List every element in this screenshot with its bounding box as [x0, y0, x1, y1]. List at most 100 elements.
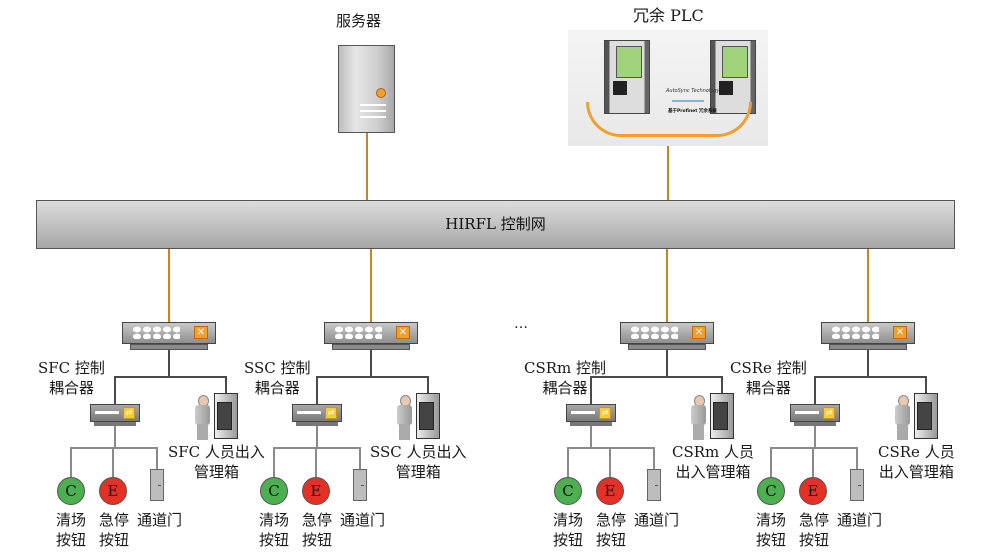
person-body [895, 405, 910, 425]
clear-label-line2: 按钮 [553, 531, 584, 549]
switch-base [332, 344, 410, 350]
door-line [359, 447, 361, 469]
clear-button-line [70, 447, 72, 477]
plc-ports [613, 81, 627, 95]
coupler-down-line [590, 426, 592, 448]
coupler-sync-icon: ⇄ [823, 407, 835, 419]
access-label-line1: CSRm 人员 [672, 443, 755, 461]
estop-label-line1: 急停 [302, 511, 333, 529]
door-knob [655, 485, 658, 486]
access-label-line1: SFC 人员出入 [168, 443, 265, 461]
coupler-strip [571, 411, 595, 414]
server-slot [360, 116, 386, 118]
coupler-label-line1: SSC 控制 [244, 359, 311, 377]
person-body [195, 405, 210, 425]
coupler-base [296, 422, 338, 426]
plc-ports [719, 81, 733, 95]
switch-crossover-icon: ✕ [692, 326, 706, 339]
door-line [156, 447, 158, 469]
coupler-label: SFC 控制 耦合器 [38, 358, 105, 398]
person-body [397, 405, 412, 425]
access-label-line1: SSC 人员出入 [370, 443, 467, 461]
coupler-base [94, 422, 136, 426]
control-coupler-icon: ⇄ [292, 404, 342, 426]
estop-button-label: 急停 按钮 [99, 510, 129, 550]
server-slot [360, 104, 386, 106]
server-icon [338, 45, 395, 133]
clear-label-line2: 按钮 [56, 531, 87, 549]
clear-label-line1: 清场 [259, 511, 290, 529]
plc-redundancy-text: 基于Profinet 冗余系统 [668, 109, 717, 114]
clear-button-label: 清场 按钮 [259, 510, 289, 550]
door-knob [158, 485, 161, 486]
switch-crossover-icon: ✕ [893, 326, 907, 339]
switch-down-line [370, 350, 372, 377]
emergency-stop-button-icon: E [302, 477, 330, 505]
clear-label-line1: 清场 [553, 511, 584, 529]
plc-screen [722, 46, 748, 78]
estop-label-line2: 按钮 [596, 531, 627, 549]
access-box-label: CSRm 人员 出入管理箱 [672, 442, 754, 482]
control-coupler-icon: ⇄ [90, 404, 140, 426]
clear-button-icon: C [260, 477, 288, 505]
coupler-strip [795, 411, 819, 414]
coupler-link-line [316, 376, 318, 407]
access-label-line2: 出入管理箱 [878, 463, 954, 481]
plc-sync-arrow-icon [672, 100, 704, 102]
coupler-sync-icon: ⇄ [123, 407, 135, 419]
door-label: 通道门 [340, 511, 386, 529]
access-link-line [225, 376, 227, 398]
emergency-stop-button-icon: E [799, 477, 827, 505]
clear-button-icon: C [554, 477, 582, 505]
coupler-label: CSRm 控制 耦合器 [524, 358, 606, 398]
switch-base [829, 344, 907, 350]
branch-line [590, 376, 722, 378]
server-slot [360, 110, 386, 112]
more-stations-ellipsis: … [514, 316, 528, 332]
estop-button-line [112, 447, 114, 477]
redundant-plc-image: AutoSync Technology 基于Profinet 冗余系统 [568, 30, 768, 146]
access-management-box-icon [394, 393, 440, 443]
station-uplink-line [867, 249, 869, 322]
station-uplink-line [168, 249, 170, 322]
coupler-down-line [114, 426, 116, 448]
access-label-line2: 出入管理箱 [675, 463, 751, 481]
estop-label-line2: 按钮 [799, 531, 830, 549]
network-switch-icon: ✕ [324, 322, 418, 352]
coupler-label-line1: SFC 控制 [38, 359, 105, 377]
switch-crossover-icon: ✕ [396, 326, 410, 339]
plc-label: 冗余 PLC [633, 6, 704, 25]
hirfl-control-network-bar: HIRFL 控制网 [36, 200, 955, 249]
estop-button-line [812, 447, 814, 477]
switch-base [628, 344, 706, 350]
switch-down-line [867, 350, 869, 377]
plc-uplink-line [667, 146, 669, 200]
cabinet [710, 393, 734, 439]
coupler-base [570, 422, 612, 426]
access-label-line2: 管理箱 [395, 463, 441, 481]
access-label-line2: 管理箱 [193, 463, 239, 481]
switch-ports-icon [630, 326, 678, 339]
coupler-down-line [316, 426, 318, 448]
coupler-label-line2: 耦合器 [254, 379, 300, 397]
clear-label-line2: 按钮 [259, 531, 290, 549]
clear-label-line1: 清场 [756, 511, 787, 529]
estop-button-line [609, 447, 611, 477]
clear-label-line2: 按钮 [756, 531, 787, 549]
server-led-icon [376, 88, 386, 98]
cabinet-window [217, 402, 232, 430]
access-management-box-icon [892, 393, 938, 443]
coupler-label-line1: CSRm 控制 [524, 359, 607, 377]
coupler-label-line1: CSRe 控制 [730, 359, 807, 377]
access-management-box-icon [688, 393, 734, 443]
clear-button-label: 清场 按钮 [553, 510, 583, 550]
emergency-stop-button-icon: E [99, 477, 127, 505]
network-switch-icon: ✕ [620, 322, 714, 352]
door-label: 通道门 [137, 511, 183, 529]
clear-label-line1: 清场 [56, 511, 87, 529]
access-link-line [925, 376, 927, 398]
person-legs [897, 424, 908, 440]
coupler-label-line2: 耦合器 [48, 379, 94, 397]
switch-down-line [666, 350, 668, 377]
estop-label-line1: 急停 [799, 511, 830, 529]
